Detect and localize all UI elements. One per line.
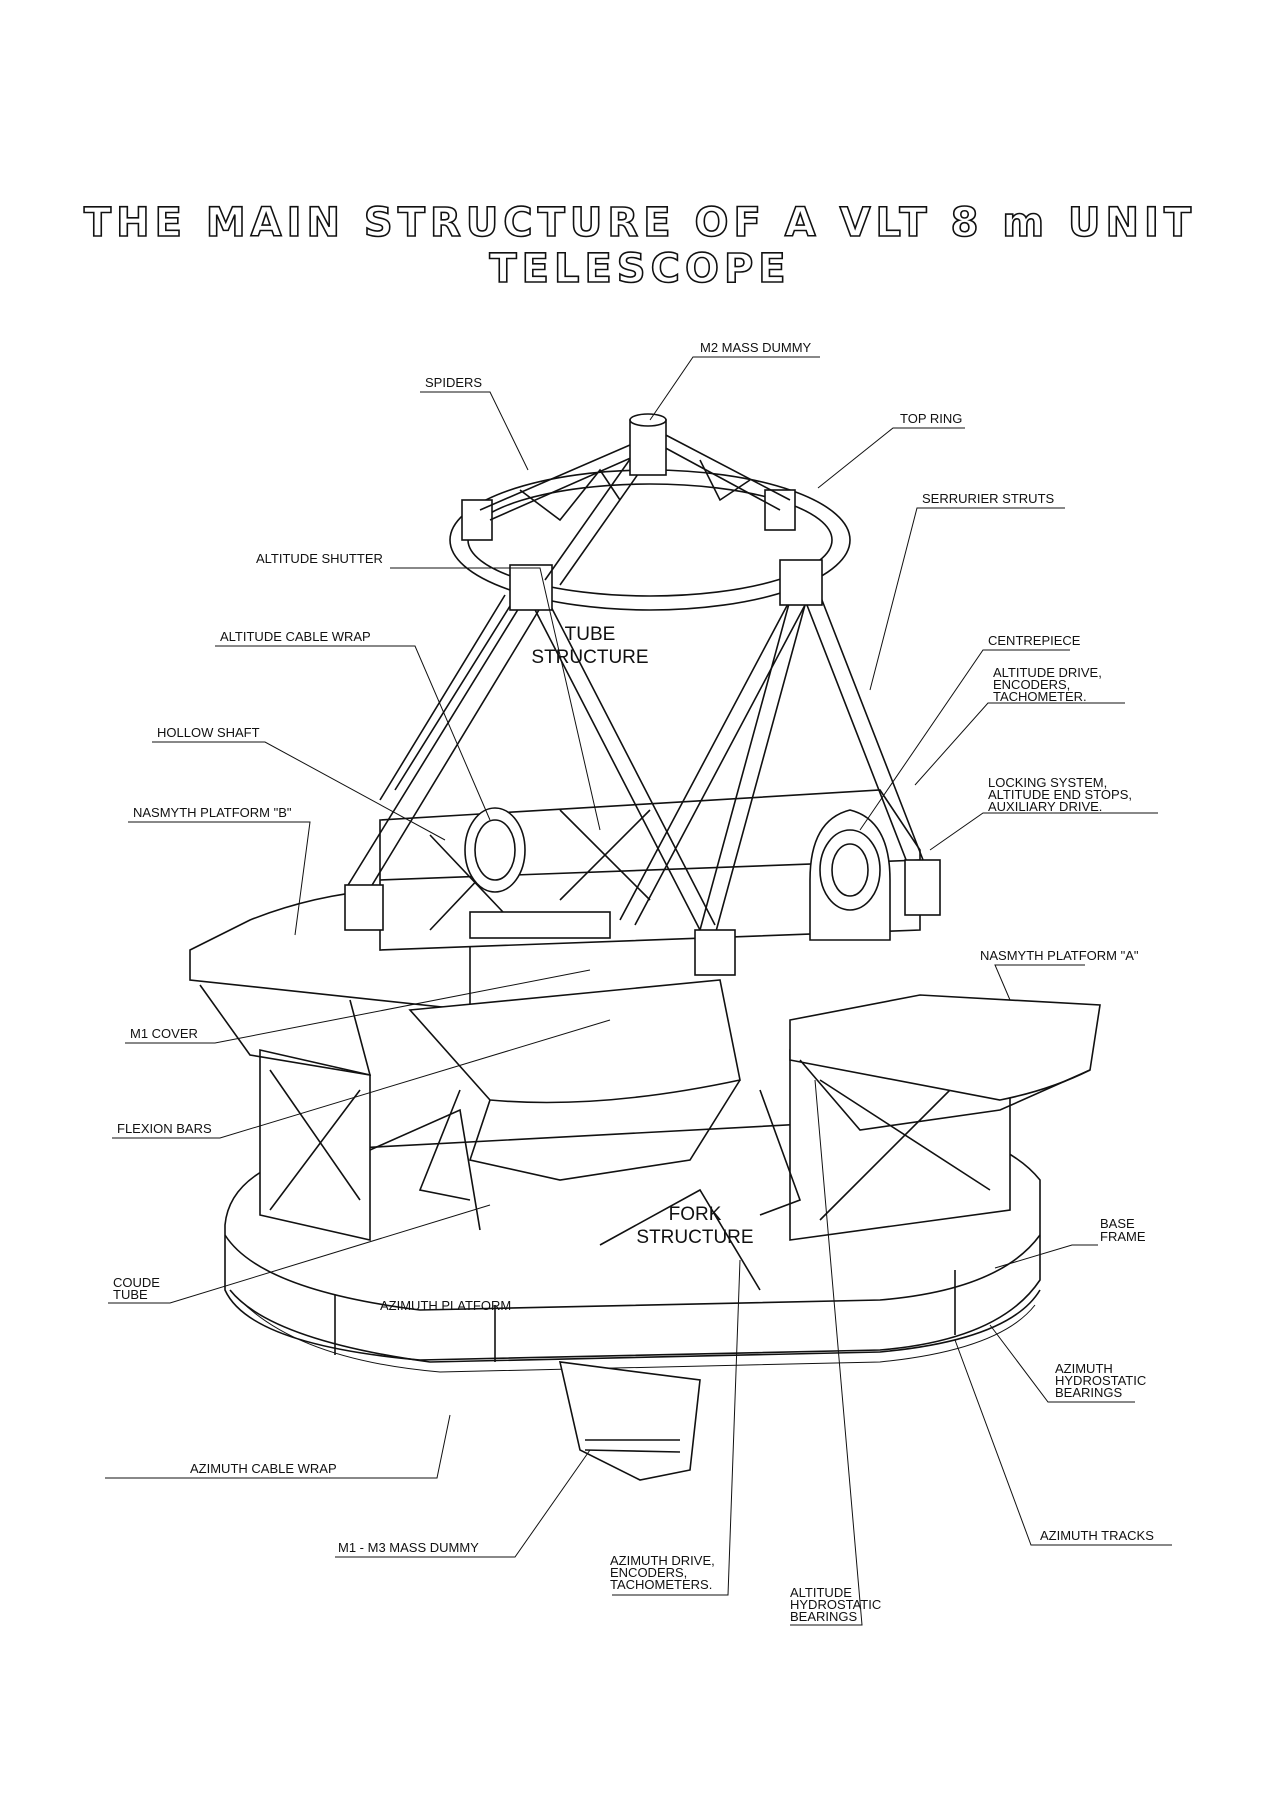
altitude-drive-shape [809, 809, 891, 941]
callout-flexion-bars: FLEXION BARS [117, 1121, 212, 1136]
callout-m2-mass-dummy: M2 MASS DUMMY [700, 340, 812, 355]
callout-base-frame-2: FRAME [1100, 1229, 1146, 1244]
callout-locking-system-2: ALTITUDE END STOPS, [988, 787, 1132, 802]
callout-nasmyth-platform-a: NASMYTH PLATFORM "A" [980, 948, 1139, 963]
callout-altitude-cable-wrap: ALTITUDE CABLE WRAP [220, 629, 371, 644]
leader-lines [105, 356, 1172, 1626]
callout-top-ring: TOP RING [900, 411, 962, 426]
callout-nasmyth-platform-b: NASMYTH PLATFORM "B" [133, 805, 292, 820]
spiders-shape [479, 413, 791, 586]
callout-azimuth-tracks: AZIMUTH TRACKS [1040, 1528, 1154, 1543]
callout-locking-system-1: LOCKING SYSTEM, [988, 775, 1107, 790]
top-ring-shape [449, 469, 851, 611]
tube-structure-label-1: TUBE [565, 624, 616, 645]
callout-spiders: SPIDERS [425, 375, 482, 390]
callout-azimuth-hydrostatic-bearings-1: AZIMUTH [1055, 1361, 1113, 1376]
callout-altitude-hydrostatic-bearings-1: ALTITUDE [790, 1585, 852, 1600]
callout-altitude-shutter: ALTITUDE SHUTTER [256, 551, 383, 566]
serrurier-struts-shape [344, 589, 941, 976]
callout-base-frame-1: BASE [1100, 1216, 1135, 1231]
coude-tube-shape [469, 911, 611, 939]
callout-altitude-hydrostatic-bearings-2: HYDROSTATIC [790, 1597, 881, 1612]
callout-altitude-drive-1: ALTITUDE DRIVE, [993, 665, 1102, 680]
callout-locking-system-3: AUXILIARY DRIVE. [988, 799, 1102, 814]
callout-azimuth-hydrostatic-bearings-3: BEARINGS [1055, 1385, 1123, 1400]
m1-m3-mass-dummy-shape [558, 1361, 701, 1481]
callout-coude-tube-2: TUBE [113, 1287, 148, 1302]
callout-serrurier-struts: SERRURIER STRUTS [922, 491, 1055, 506]
m1-cell-centrepiece [379, 789, 921, 1181]
tube-structure-label-2: STRUCTURE [531, 647, 648, 668]
callout-altitude-drive-3: TACHOMETER. [993, 689, 1087, 704]
fork-arms [418, 1089, 802, 1216]
callout-m1-cover: M1 COVER [130, 1026, 198, 1041]
callout-azimuth-drive-2: ENCODERS, [610, 1565, 687, 1580]
diagram-title: THE MAIN STRUCTURE OF A VLT 8 m UNIT TEL… [83, 199, 1197, 293]
callout-azimuth-drive-1: AZIMUTH DRIVE, [610, 1553, 715, 1568]
callout-m1-m3-mass-dummy: M1 - M3 MASS DUMMY [338, 1540, 479, 1555]
m2-mass-dummy-shape [629, 419, 667, 476]
callout-centrepiece: CENTREPIECE [988, 633, 1081, 648]
fork-structure-label-1: FORK [669, 1204, 722, 1225]
callout-coude-tube-1: COUDE [113, 1275, 160, 1290]
callout-altitude-drive-2: ENCODERS, [993, 677, 1070, 692]
nasmyth-platform-a-shape [789, 994, 1101, 1131]
fork-structure-label-2: STRUCTURE [636, 1227, 753, 1248]
callout-hollow-shaft: HOLLOW SHAFT [157, 725, 260, 740]
callout-azimuth-cable-wrap: AZIMUTH CABLE WRAP [190, 1461, 337, 1476]
callout-azimuth-drive-3: TACHOMETERS. [610, 1577, 712, 1592]
callout-altitude-hydrostatic-bearings-3: BEARINGS [790, 1609, 858, 1624]
azimuth-platform-label: AZIMUTH PLATFORM [380, 1298, 511, 1313]
callout-azimuth-hydrostatic-bearings-2: HYDROSTATIC [1055, 1373, 1146, 1388]
